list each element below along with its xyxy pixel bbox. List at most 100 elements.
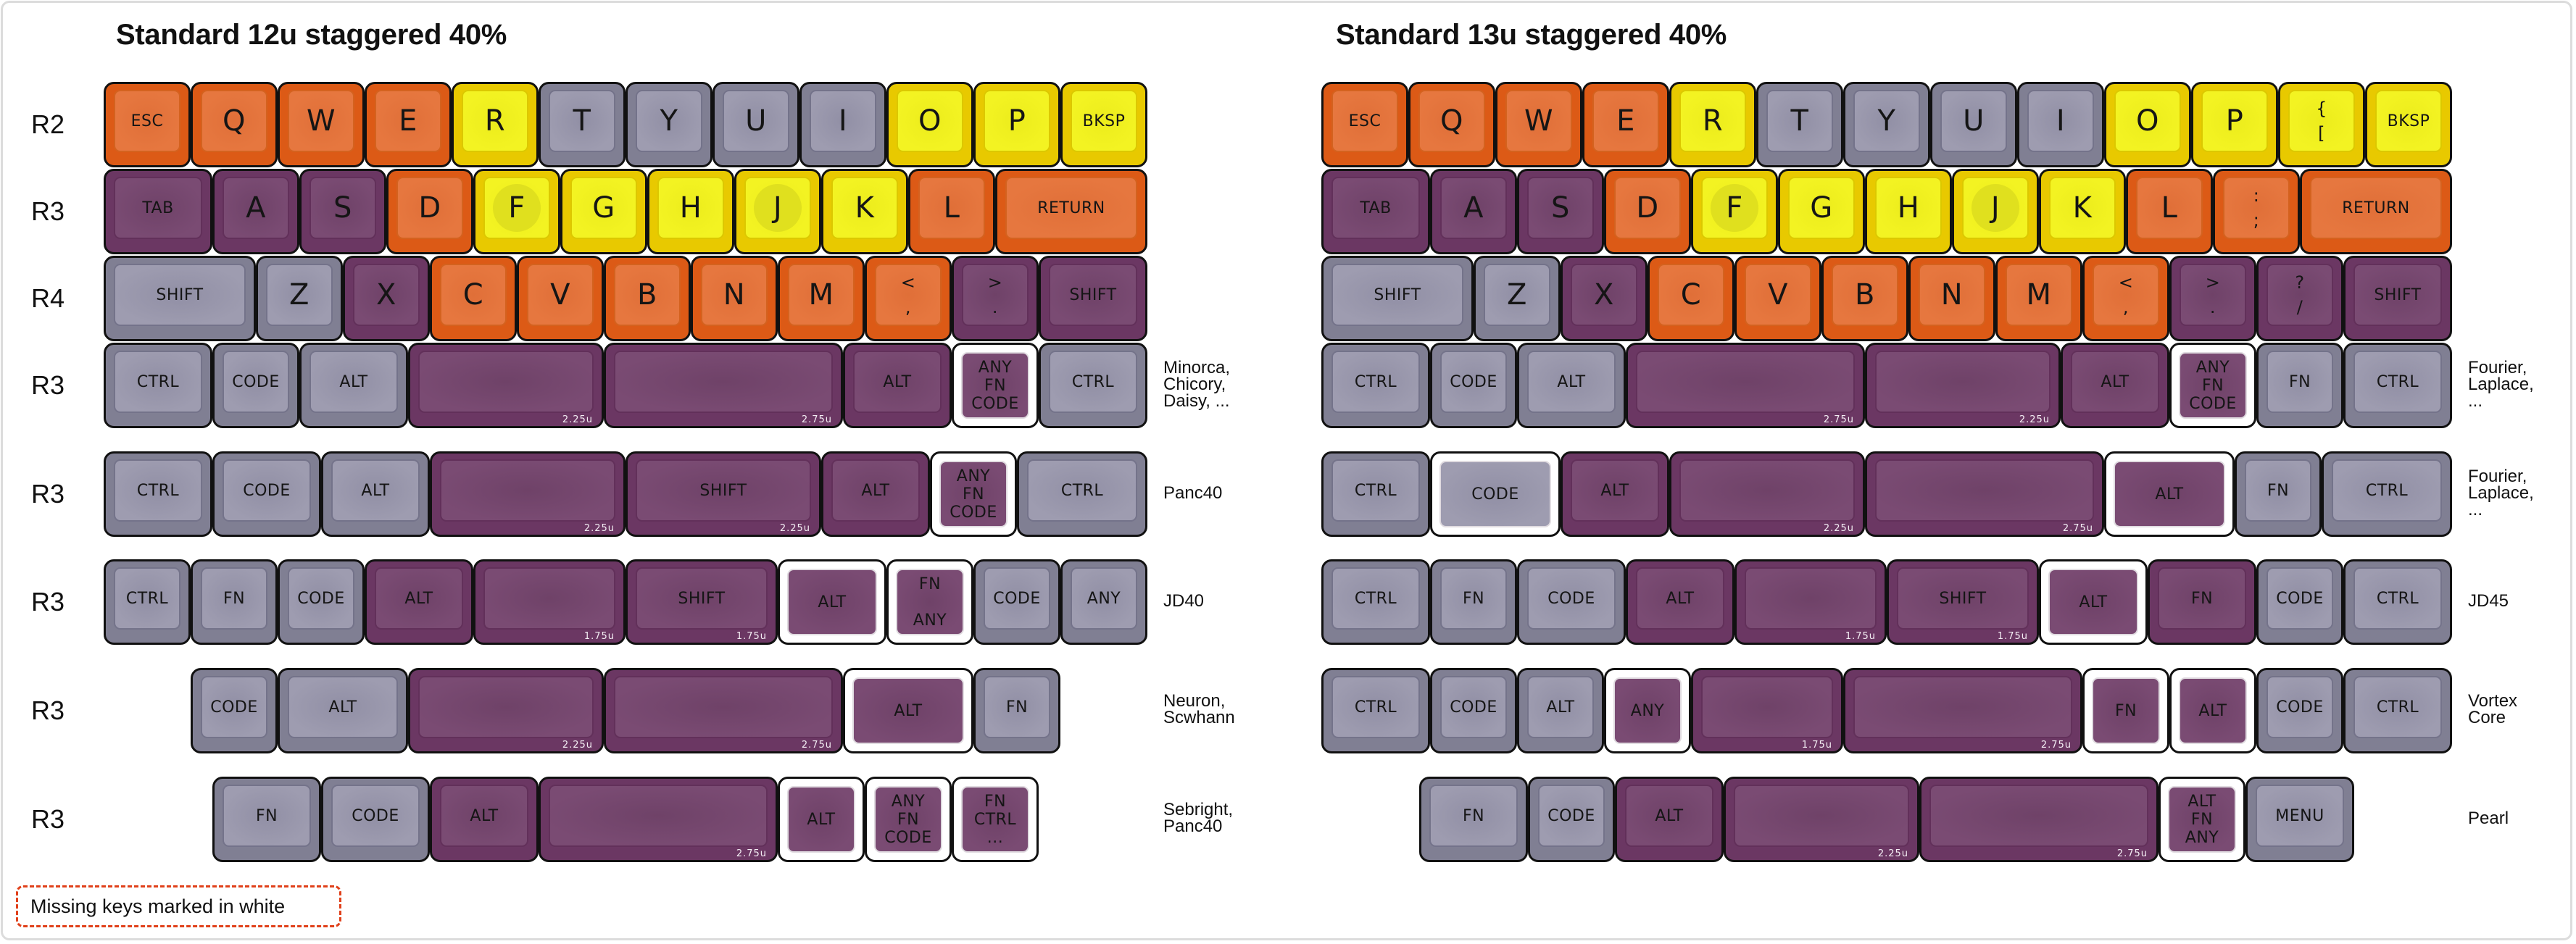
key-legend: G [1810,191,1833,225]
keycap-top: ALT [831,459,920,522]
key-l: L [2126,169,2213,254]
key-legend: ALT [1546,698,1575,717]
keycap-top: CTRL [2332,459,2442,522]
key-code: CODE [212,451,321,537]
key-r: R [452,82,539,167]
key-d: D [1604,169,1691,254]
keycap-top: ALT [1527,351,1616,413]
key-legend: CTRL [136,372,180,391]
keycap-top: ALT [1625,785,1713,847]
key-legend: CTRL [2376,698,2419,717]
key-legend: F [508,191,525,225]
keycap-top [1745,567,1877,630]
keycap-top: H [657,177,724,239]
key-legend: > . [2205,272,2221,317]
key-legend: SHIFT [156,285,204,304]
key-alt-fn-any-missing: ALT FN ANY [2159,777,2245,862]
key-k: K [821,169,908,254]
key-legend: SHIFT [1374,285,1421,304]
key-code: CODE [212,343,299,428]
key-legend: L [2161,191,2178,225]
keycap-top [1636,351,1855,413]
keycap-top: L [918,177,985,239]
key-alt-missing: ALT [843,668,973,753]
key-legend: C [462,278,484,312]
key-legend: F [1726,191,1743,225]
key-blank: : ; [2213,169,2300,254]
key-legend: ? / [2295,272,2305,317]
compatible-boards-label: Vortex Core [2468,691,2518,727]
key-legend: U [1963,104,1985,138]
key-f: F [473,169,560,254]
key-ctrl: CTRL [1321,451,1430,537]
keycap-top: CTRL [1049,351,1137,413]
key-legend: SHIFT [678,589,726,608]
homing-dish-icon [1711,184,1758,232]
key-legend: < , [2118,272,2134,317]
compatible-boards-label: JD40 [1163,590,1205,611]
key-legend: E [399,104,417,138]
key-size-label: 2.25u [583,523,615,534]
key-blank: 2.25u [408,668,604,753]
key-legend: H [1897,191,1920,225]
keycap-top: J [744,177,811,239]
key-p: P [973,82,1060,167]
keycap-top: P [984,90,1050,152]
key-fn: FN [2256,343,2343,428]
compatible-boards-label: Fourier, Laplace, ... [2468,357,2534,411]
key-y: Y [626,82,712,167]
key-legend: FN [255,806,278,825]
key-legend: ALT [1666,589,1695,608]
keycap-top: T [549,90,615,152]
key-legend: SHIFT [699,481,747,500]
compatible-boards-label: Fourier, Laplace, ... [2468,466,2534,519]
key-size-label: 2.25u [562,414,593,425]
key-legend: CODE [1547,589,1595,608]
key-h: H [647,169,734,254]
key-legend: CODE [210,698,258,717]
key-legend: J [1990,191,2000,225]
key-legend: ANY [1630,701,1665,720]
key-size-label: 2.25u [779,523,810,534]
key-legend: FN [1462,806,1485,825]
keycap-top: : ; [2223,177,2290,239]
keycap-top: FN [2158,567,2246,630]
key-blank: 2.25u [430,451,626,537]
key-i: I [799,82,886,167]
key-ctrl: CTRL [1321,343,1430,428]
key-a: A [1430,169,1517,254]
keycap-top: P [2201,90,2268,152]
keycap-top: T [1766,90,1833,152]
key-o: O [886,82,973,167]
keycap-top: Z [1484,264,1550,326]
keycap-top: ? / [2267,264,2333,326]
keycap-top: G [570,177,637,239]
keycap-top: ALT [2071,351,2159,413]
keycap-top: CODE [1440,676,1507,738]
key-code: CODE [1517,559,1626,645]
key-legend: L [943,191,960,225]
keycap-top: CTRL [1331,351,1420,413]
key-ctrl: CTRL [1017,451,1147,537]
compatible-boards-label: JD45 [2468,590,2509,611]
key-fn: FN [2148,559,2256,645]
keycap-top [1929,785,2148,847]
key-z: Z [256,256,343,341]
key-return: RETURN [995,169,1147,254]
key-legend: ALT [339,372,368,391]
key-a: A [212,169,299,254]
keycap-top: FN [201,567,267,630]
key-ctrl: CTRL [2343,343,2452,428]
key-blank: 2.25u [408,343,604,428]
key-size-label: 2.25u [562,740,593,751]
keycap-top: FN [2245,459,2311,522]
key-legend: Z [1507,278,1527,312]
key-f: F [1691,169,1778,254]
keycap-top: SHIFT [114,264,246,326]
keycap-top: M [2006,264,2072,326]
keycap-top: Q [201,90,267,152]
key-bksp: BKSP [1060,82,1147,167]
compatible-boards-label: Neuron, Scwhann [1163,691,1235,727]
keycap-top: SHIFT [2353,264,2442,326]
